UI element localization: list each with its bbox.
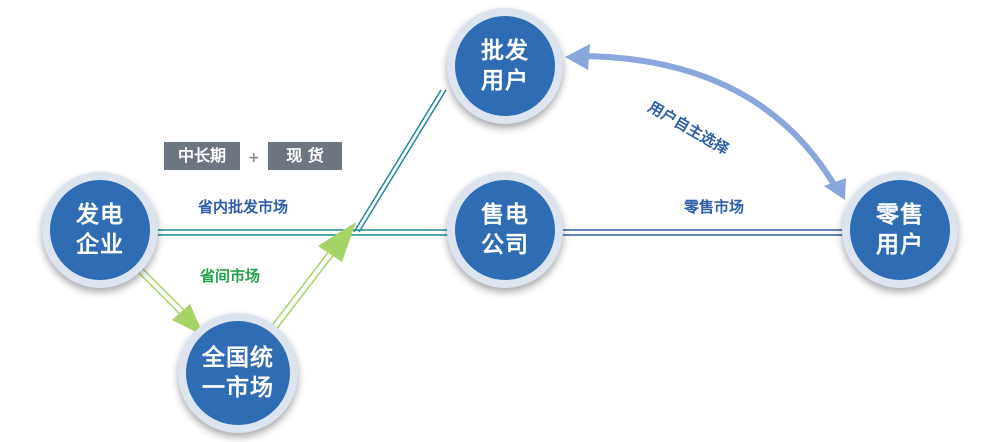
- generator-label: 发电 企业: [76, 202, 124, 258]
- wholesale-line: [353, 89, 447, 233]
- provincial-wholesale-label: 省内批发市场: [198, 198, 289, 216]
- plus-sign: +: [248, 150, 260, 166]
- retail-company-node: 售电 公司: [447, 172, 563, 288]
- generator-node: 发电 企业: [42, 172, 158, 288]
- inter-provincial-label: 省间市场: [200, 267, 261, 285]
- retail-company-label: 售电 公司: [481, 202, 529, 258]
- retail-user-node: 零售 用户: [842, 172, 958, 288]
- retail-market-label: 零售市场: [684, 198, 745, 216]
- retail-user-label: 零售 用户: [876, 202, 924, 258]
- self-selection-arrow: [565, 44, 846, 200]
- national-to-provincial-arrow: [269, 222, 356, 332]
- provincial-wholesale-line: [152, 229, 450, 236]
- retail-market-line: [560, 229, 848, 236]
- national-market-label: 全国统 一市场: [202, 345, 274, 401]
- generator-to-national-arrow: [137, 267, 204, 336]
- spot-tag: 现 货: [268, 142, 342, 170]
- wholesale-user-node: 批发 用户: [447, 8, 563, 124]
- wholesale-user-label: 批发 用户: [481, 38, 529, 94]
- long-term-tag: 中长期: [164, 142, 240, 170]
- national-market-node: 全国统 一市场: [178, 313, 298, 433]
